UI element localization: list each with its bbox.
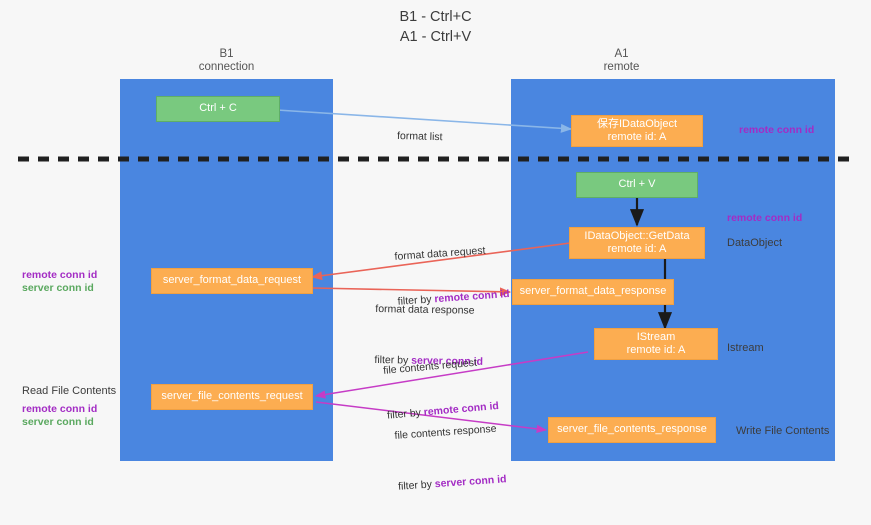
box-server-file-contents-request[interactable]: server_file_contents_request <box>151 384 313 410</box>
arrow-format-data-response <box>312 287 512 297</box>
filter-by-text: filter by <box>397 478 436 493</box>
edge-label-format-data-response-line1: format data response <box>375 302 475 317</box>
page-title: B1 - Ctrl+C A1 - Ctrl+V <box>399 9 472 45</box>
annotation-left-remote-conn-id: remote conn id <box>22 269 98 281</box>
arrow-file-contents-response <box>315 401 548 434</box>
arrow-format-data-request <box>310 242 571 281</box>
column-header-b1: B1 connection <box>198 48 255 73</box>
diagram-canvas: B1 - Ctrl+C A1 - Ctrl+V B1 connection A1… <box>18 9 855 493</box>
annotation-dataobject: DataObject <box>727 237 783 249</box>
annotation-read-file-contents: Read File Contents <box>22 385 117 397</box>
edge-label-file-contents-response-line2: filter by server conn id <box>398 472 507 495</box>
edge-label-format-list: format list <box>396 99 443 175</box>
annotation-left-remote-conn-id-2: remote conn id <box>22 403 98 415</box>
annotation-write-file-contents: Write File Contents <box>736 425 830 437</box>
filter-key-server-conn-id: server conn id <box>434 473 507 491</box>
annotation-remote-conn-id-top: remote conn id <box>739 124 815 136</box>
arrow-format-list <box>276 109 573 133</box>
arrow-file-contents-request <box>314 351 589 399</box>
box-istream[interactable]: IStream remote id: A <box>594 328 718 360</box>
box-server-format-data-response[interactable]: server_format_data_response <box>512 279 674 305</box>
annotation-left-server-conn-id-2: server conn id <box>22 416 94 428</box>
box-ctrl-c[interactable]: Ctrl + C <box>156 96 280 122</box>
edge-label-file-contents-response: file contents response filter by server … <box>392 391 509 524</box>
edge-label-format-data-request-line1: format data request <box>394 244 486 263</box>
annotation-istream: Istream <box>727 342 764 354</box>
annotation-left-server-conn-id: server conn id <box>22 282 94 294</box>
box-server-format-data-request[interactable]: server_format_data_request <box>151 268 313 294</box>
box-save-idataobject[interactable]: 保存IDataObject remote id: A <box>571 115 703 147</box>
box-ctrl-v[interactable]: Ctrl + V <box>576 172 698 198</box>
box-idataobject-getdata[interactable]: IDataObject::GetData remote id: A <box>569 227 705 259</box>
edge-label-file-contents-response-line1: file contents response <box>394 422 497 442</box>
box-server-file-contents-response[interactable]: server_file_contents_response <box>548 417 716 443</box>
edge-label-format-list-line1: format list <box>396 129 443 144</box>
edge-label-file-contents-request-line1: file contents request <box>382 356 478 377</box>
column-header-a1: A1 remote <box>603 48 640 73</box>
annotation-remote-conn-id-mid: remote conn id <box>727 212 803 224</box>
